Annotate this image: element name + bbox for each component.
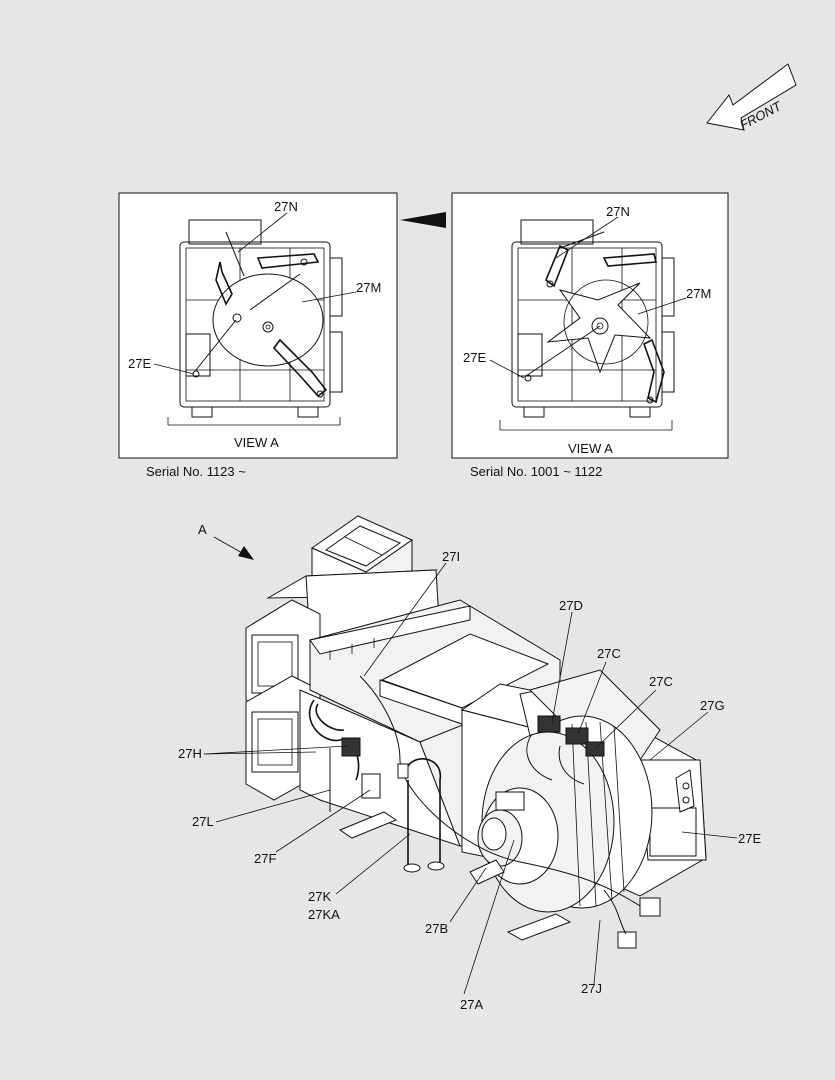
serial-label-new: Serial No. 1123 ~ [146,464,246,479]
callout-27m: 27M [356,280,381,295]
callout-27e: 27E [463,350,486,365]
callout-27l: 27L [192,814,214,829]
leader-lines [203,562,738,995]
callout-27m: 27M [686,286,711,301]
callout-27g: 27G [700,698,725,713]
left-inset-housing [167,219,343,426]
heater-unit-assembly [245,515,707,949]
callout-27i: 27I [442,549,460,564]
callout-27b: 27B [425,921,448,936]
view-arrow-icon [213,536,254,560]
front-arrow-icon: FRONT [706,63,797,133]
callout-27d: 27D [559,598,583,613]
callout-27c: 27C [649,674,673,689]
view-a-panel-new: 27N 27M 27E VIEW A [118,192,398,459]
view-pointer-label: A [198,522,207,537]
callout-27f: 27F [254,851,276,866]
pointer-triangle-icon [400,212,446,228]
view-label: VIEW A [568,441,613,456]
view-a-panel-old: 27N 27M 27E VIEW A [451,192,729,459]
callout-27c: 27C [597,646,621,661]
callout-27e: 27E [738,831,761,846]
callout-27a: 27A [460,997,483,1012]
callout-27n: 27N [274,199,298,214]
callout-27h: 27H [178,746,202,761]
callout-27e: 27E [128,356,151,371]
view-label: VIEW A [234,435,279,450]
serial-label-old: Serial No. 1001 ~ 1122 [470,464,602,479]
callout-27ka: 27KA [308,907,340,922]
callout-27k: 27K [308,889,331,904]
callout-27j: 27J [581,981,602,996]
right-inset-housing [499,219,675,431]
callout-27n: 27N [606,204,630,219]
